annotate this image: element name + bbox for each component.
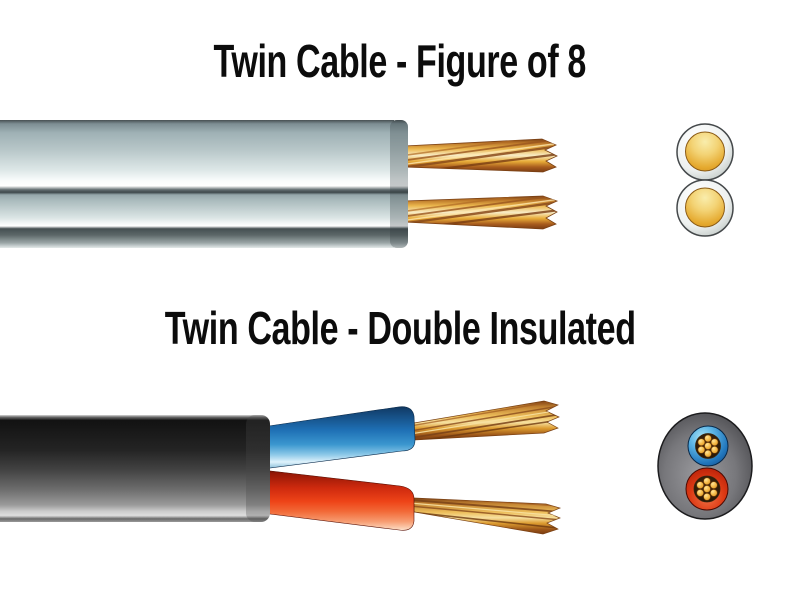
section-title-figure-8-text: Twin Cable - Figure of 8	[213, 35, 587, 87]
copper-strand-red-core	[413, 497, 562, 535]
round-cross-section	[657, 412, 753, 520]
red-insulated-core	[261, 469, 415, 531]
cross-section-blue-core	[687, 425, 729, 467]
figure-8-cross-section	[676, 123, 734, 237]
figure-8-cable-illustration	[0, 120, 734, 248]
section-title-double-insulated: Twin Cable - Double Insulated	[0, 305, 800, 351]
cross-section-copper-top	[685, 131, 725, 172]
copper-strand-top	[403, 138, 558, 173]
section-title-double-insulated-text: Twin Cable - Double Insulated	[164, 302, 636, 354]
copper-strand-blue-core	[413, 400, 560, 441]
cross-section-copper-bottom	[685, 187, 725, 228]
double-insulated-cable-illustration	[0, 400, 753, 535]
sheath-end-cap	[246, 415, 270, 522]
blue-insulated-core	[261, 406, 416, 470]
cross-section-red-core	[685, 467, 729, 511]
cable-end-cap-grey	[390, 120, 408, 248]
cable-outer-sheath	[0, 415, 258, 522]
copper-strand-bottom	[403, 195, 559, 230]
section-title-figure-8: Twin Cable - Figure of 8	[0, 38, 800, 84]
cable-body-grey	[0, 120, 394, 248]
